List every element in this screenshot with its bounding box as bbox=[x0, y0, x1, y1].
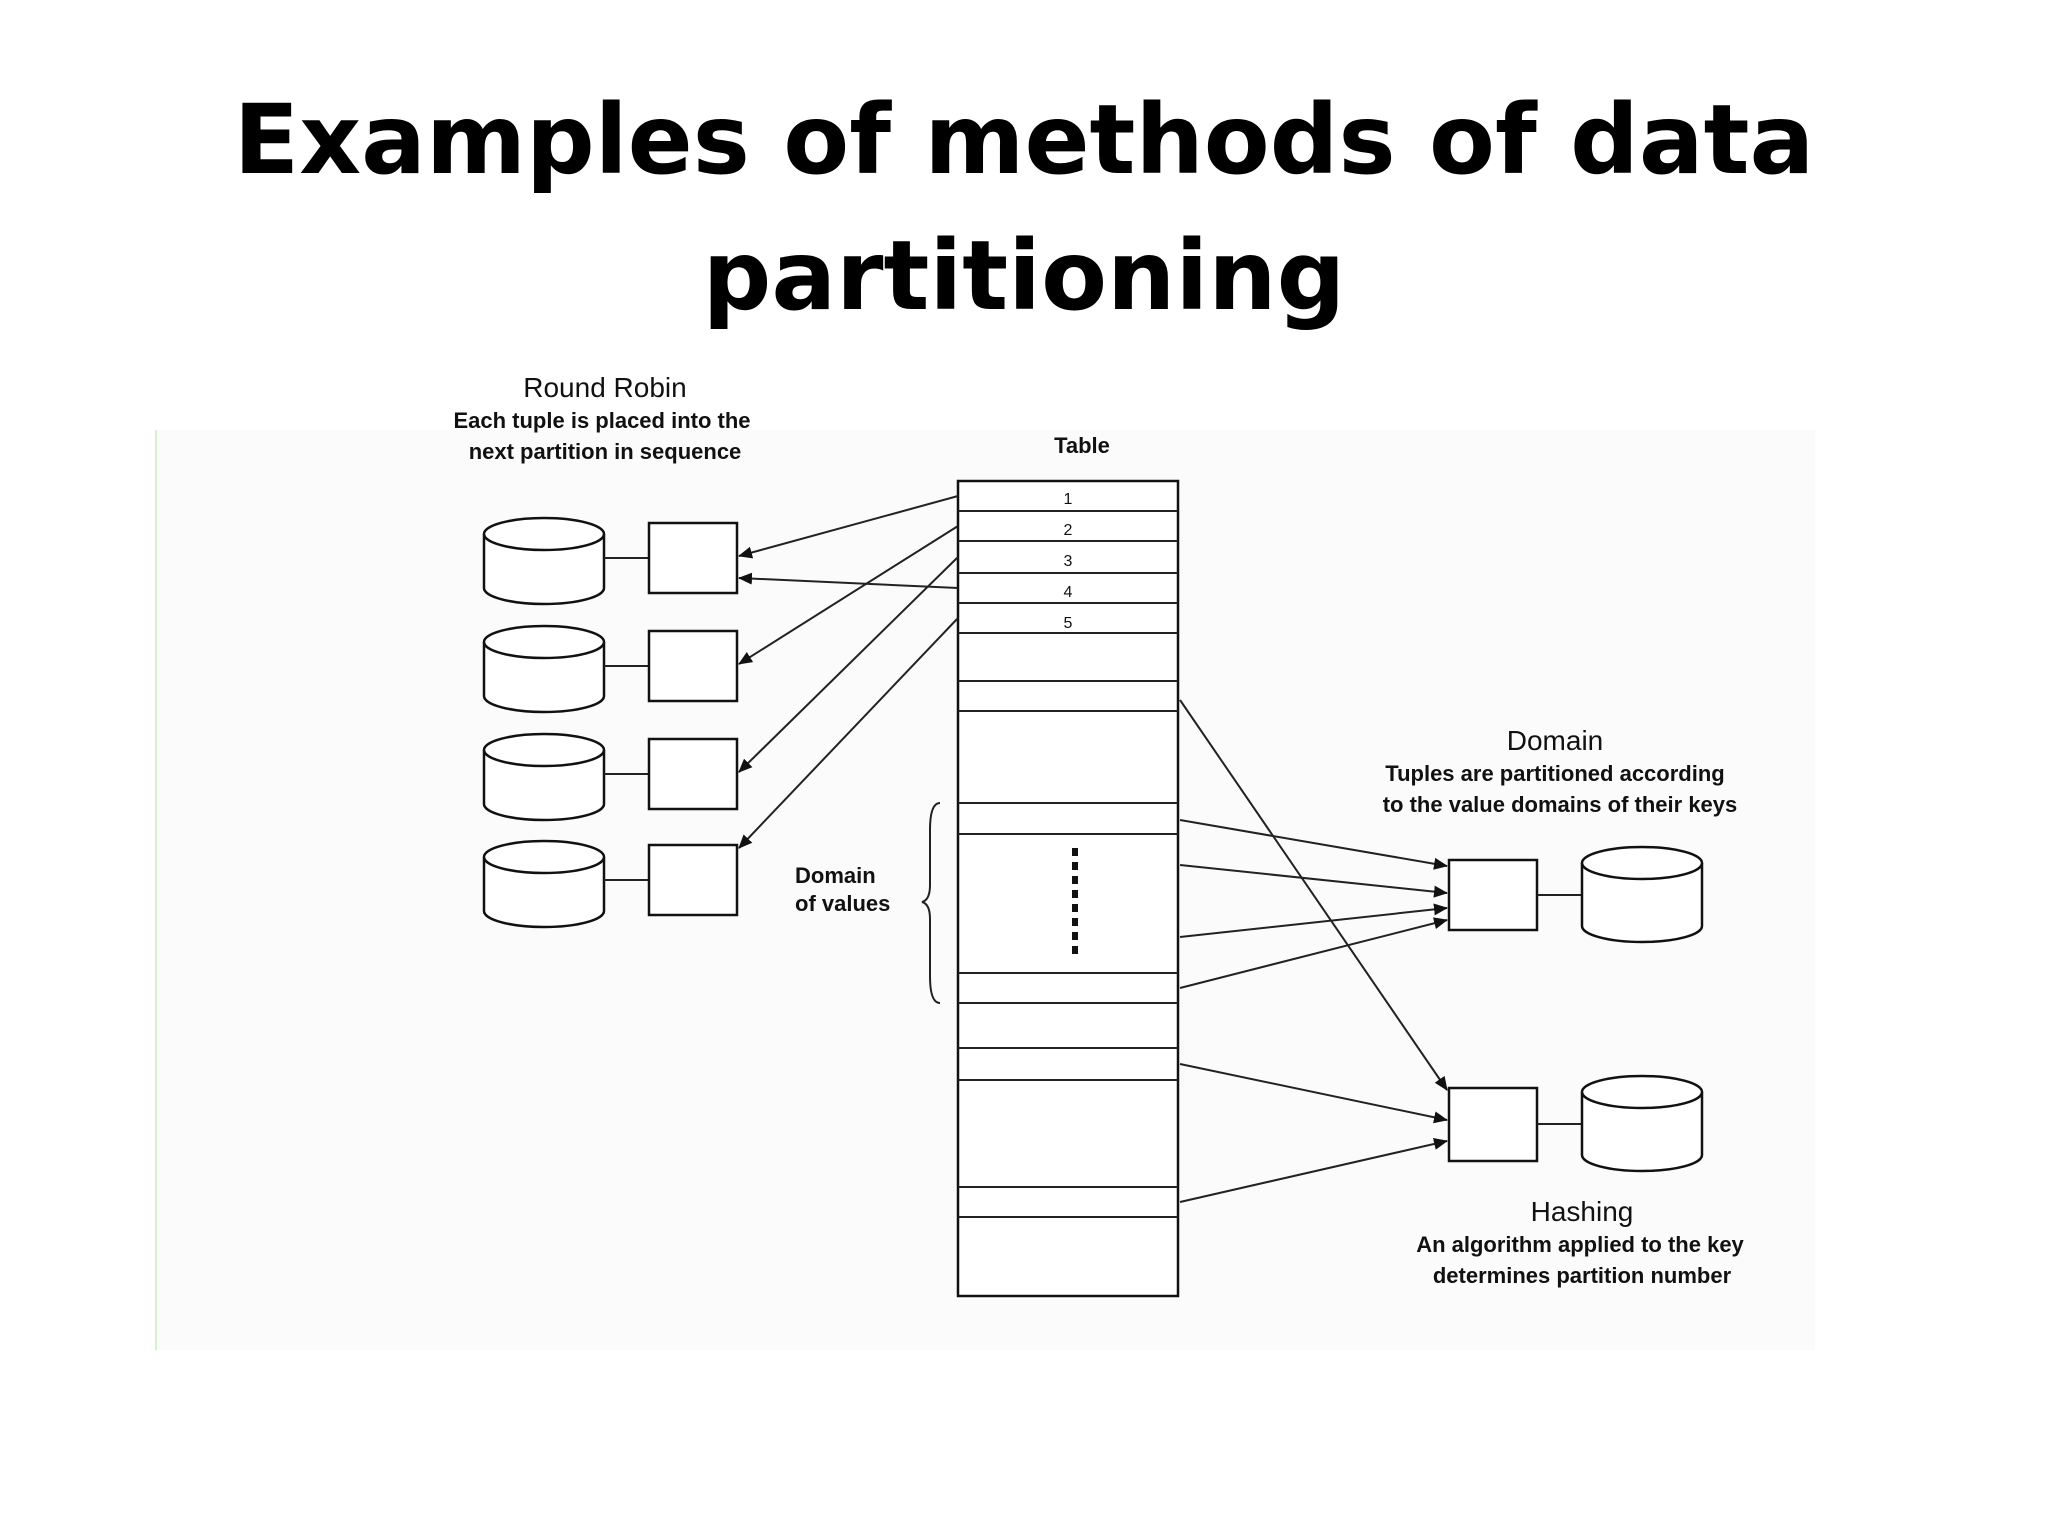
title-line-1: Examples of methods of data bbox=[233, 84, 1815, 196]
hashing-title: Hashing bbox=[1531, 1196, 1634, 1227]
disk-icon bbox=[482, 750, 606, 822]
hashing-arrows bbox=[1179, 699, 1448, 1203]
hashing-desc-2: determines partition number bbox=[1433, 1263, 1732, 1288]
partition-box bbox=[647, 843, 739, 917]
table-label: Table bbox=[1054, 433, 1110, 458]
title-line-2: partitioning bbox=[702, 220, 1346, 332]
slide-title: Examples of methods of data partitioning bbox=[0, 72, 2048, 344]
disk-icon bbox=[482, 534, 606, 606]
domain-of-values-line-2: of values bbox=[795, 891, 890, 916]
disk-icon bbox=[1580, 863, 1704, 944]
partition-box bbox=[647, 629, 739, 703]
domain-of-values-brace bbox=[921, 802, 941, 1004]
round-robin-partition-2 bbox=[482, 624, 739, 714]
round-robin-partition-1 bbox=[482, 516, 739, 606]
row-number-5: 5 bbox=[1064, 615, 1073, 632]
row-number-4: 4 bbox=[1064, 584, 1073, 601]
hashing-desc-1: An algorithm applied to the key bbox=[1416, 1232, 1744, 1257]
partition-box bbox=[647, 737, 739, 811]
disk-icon bbox=[482, 642, 606, 714]
table bbox=[956, 479, 1180, 1298]
round-robin-desc-1: Each tuple is placed into the bbox=[453, 408, 750, 433]
round-robin-partition-4 bbox=[482, 839, 739, 929]
domain-of-values-line-1: Domain bbox=[795, 863, 876, 888]
round-robin-desc-2: next partition in sequence bbox=[469, 439, 742, 464]
domain-desc-1: Tuples are partitioned according bbox=[1385, 761, 1724, 786]
domain-partition bbox=[1447, 845, 1704, 944]
left-edge-line bbox=[155, 430, 157, 1350]
row-number-1: 1 bbox=[1064, 491, 1073, 508]
disk-icon bbox=[482, 857, 606, 929]
domain-arrows bbox=[1179, 819, 1448, 989]
disk-icon bbox=[1580, 1092, 1704, 1173]
hashing-partition bbox=[1447, 1074, 1704, 1173]
partition-box bbox=[1447, 858, 1539, 932]
partition-box bbox=[1447, 1086, 1539, 1163]
domain-title: Domain bbox=[1507, 725, 1603, 756]
row-number-3: 3 bbox=[1064, 553, 1073, 570]
row-number-2: 2 bbox=[1064, 522, 1073, 539]
round-robin-arrows bbox=[738, 495, 959, 849]
round-robin-title: Round Robin bbox=[523, 372, 686, 403]
domain-desc-2: to the value domains of their keys bbox=[1383, 792, 1738, 817]
round-robin-partition-3 bbox=[482, 732, 739, 822]
partition-box bbox=[647, 521, 739, 595]
